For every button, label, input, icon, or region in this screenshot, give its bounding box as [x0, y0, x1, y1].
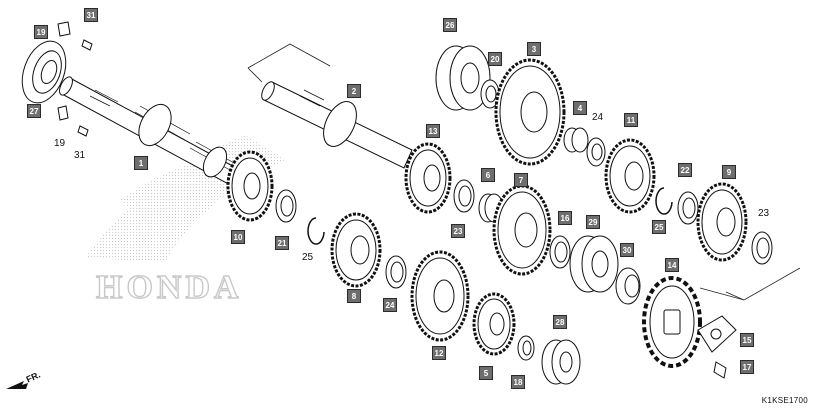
callout-11: 11 — [624, 113, 638, 127]
callout-15: 15 — [740, 333, 754, 347]
washer-24a — [385, 255, 407, 289]
bearing-27 — [21, 40, 67, 104]
sprocket-14 — [642, 276, 702, 368]
clip-25 — [307, 217, 325, 245]
callout-10: 10 — [231, 230, 245, 244]
callout-5: 5 — [479, 366, 493, 380]
callout-19: 19 — [34, 25, 48, 39]
callout-1: 1 — [134, 156, 148, 170]
assembly-guide-lines — [247, 43, 801, 301]
label-31: 31 — [74, 150, 86, 161]
seal-30 — [615, 267, 641, 305]
callout-30: 30 — [620, 243, 634, 257]
callout-17: 17 — [740, 360, 754, 374]
plate-15 — [697, 315, 737, 353]
washer-23a — [453, 179, 475, 213]
bushing-4 — [563, 127, 589, 153]
gear-7 — [492, 184, 552, 276]
callout-9: 9 — [722, 165, 736, 179]
callout-6: 6 — [481, 168, 495, 182]
gear-9 — [696, 182, 748, 262]
callout-12: 12 — [432, 346, 446, 360]
callout-23: 23 — [451, 224, 465, 238]
callout-7: 7 — [514, 173, 528, 187]
callout-2: 2 — [347, 84, 361, 98]
countershaft — [261, 81, 413, 169]
drawing-code: K1KSE1700 — [761, 396, 808, 405]
mainshaft — [59, 76, 241, 187]
gear-12 — [410, 250, 470, 342]
gear-10 — [226, 150, 274, 222]
callout-13: 13 — [426, 124, 440, 138]
bearing-26 — [435, 45, 491, 111]
gear-3 — [494, 58, 566, 166]
washer-20 — [480, 79, 500, 109]
label-19: 19 — [54, 138, 66, 149]
callout-16: 16 — [558, 211, 572, 225]
callout-8: 8 — [347, 289, 361, 303]
label-23: 23 — [758, 208, 770, 219]
clip-25b — [655, 187, 673, 215]
callout-26: 26 — [443, 18, 457, 32]
label-24: 24 — [592, 112, 604, 123]
gear-5 — [472, 292, 516, 356]
gear-13 — [404, 142, 452, 214]
bolt-31 — [77, 39, 93, 137]
washer-16 — [549, 235, 571, 269]
washer-23b — [751, 231, 773, 265]
callout-27: 27 — [27, 104, 41, 118]
bearing-29 — [569, 235, 619, 293]
bolt-17 — [713, 361, 727, 379]
callout-25: 25 — [652, 220, 666, 234]
callout-4: 4 — [573, 101, 587, 115]
callout-3: 3 — [527, 42, 541, 56]
honda-watermark-text: HONDA — [96, 269, 243, 306]
washer-24b — [586, 137, 606, 167]
washer-18 — [517, 335, 535, 361]
callout-22: 22 — [678, 163, 692, 177]
callout-20: 20 — [488, 52, 502, 66]
label-25: 25 — [302, 252, 314, 263]
washer-22 — [677, 191, 699, 225]
callout-18: 18 — [511, 375, 525, 389]
callout-24: 24 — [383, 298, 397, 312]
callout-29: 29 — [586, 215, 600, 229]
plate-19 — [57, 21, 71, 121]
gear-11 — [604, 138, 656, 214]
callout-21: 21 — [275, 236, 289, 250]
front-arrow-icon — [6, 381, 28, 389]
gear-8 — [330, 212, 382, 288]
callout-28: 28 — [553, 315, 567, 329]
washer-21 — [275, 189, 297, 223]
callout-31: 31 — [84, 8, 98, 22]
bearing-28 — [541, 339, 581, 385]
callout-14: 14 — [665, 258, 679, 272]
